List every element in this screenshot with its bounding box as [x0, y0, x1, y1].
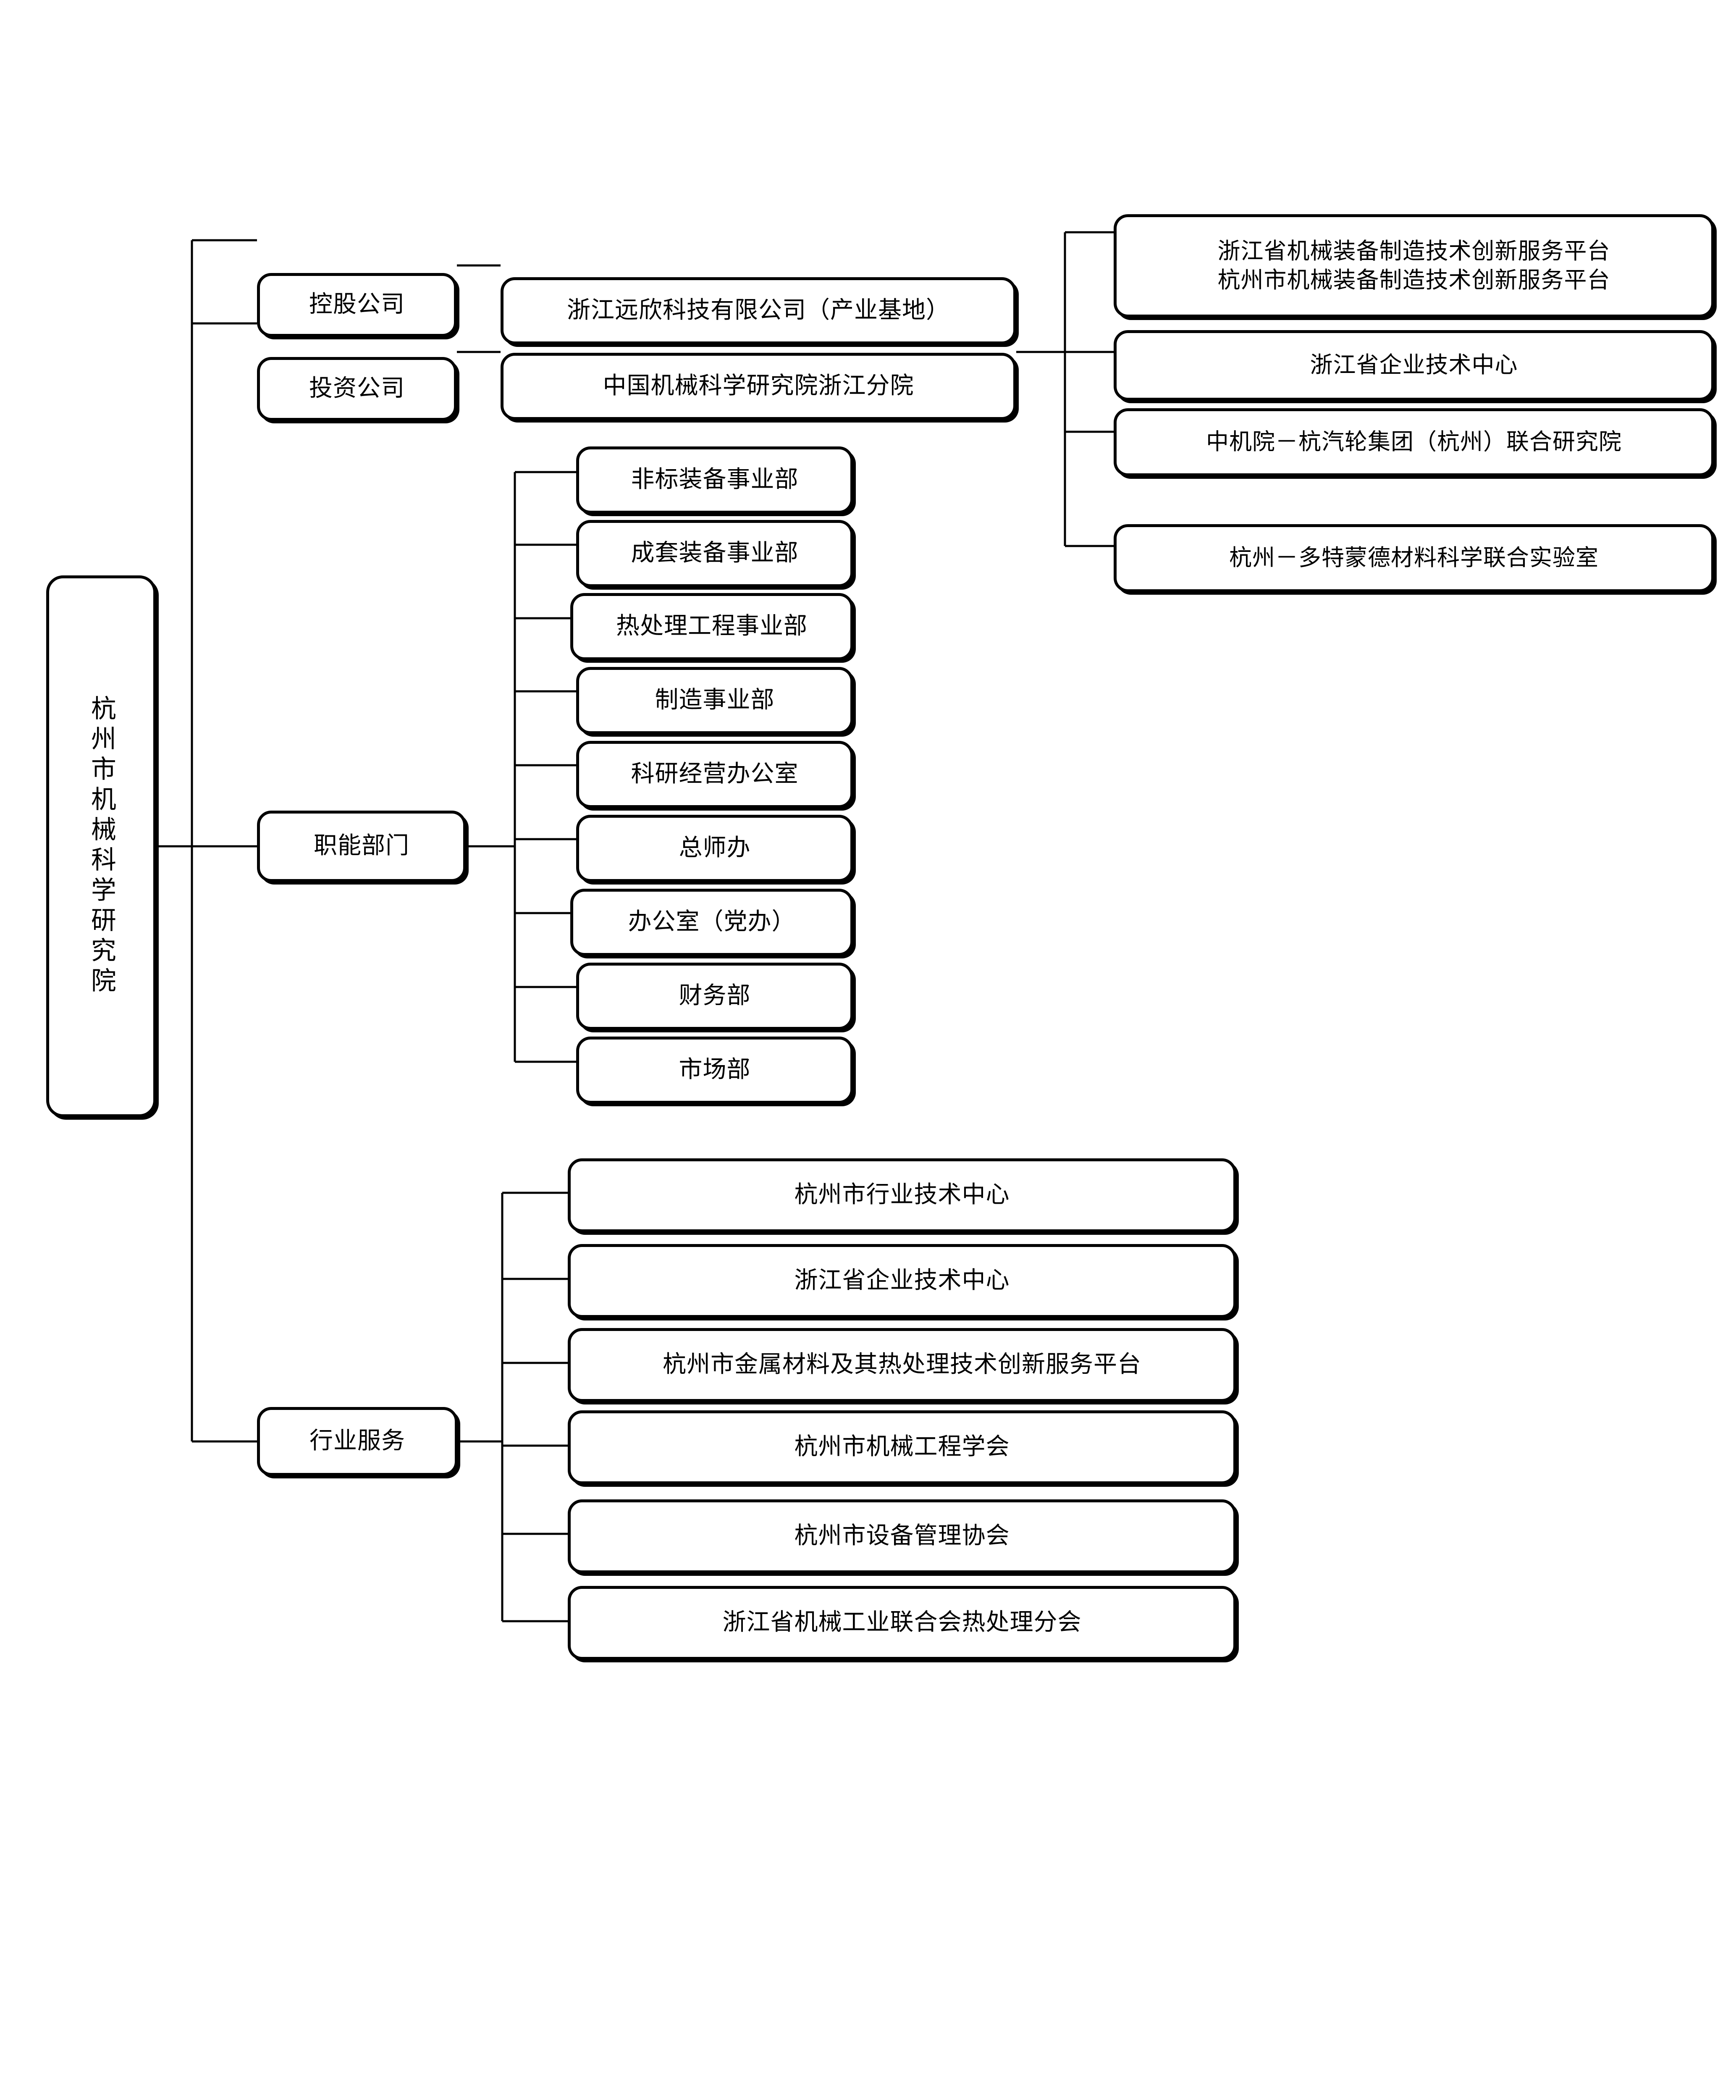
node-dept-complete-equipment[interactable]: 成套装备事业部: [576, 520, 853, 587]
node-service-mechanical-engineering-society[interactable]: 杭州市机械工程学会: [568, 1410, 1236, 1484]
node-service-equipment-management-association[interactable]: 杭州市设备管理协会: [568, 1499, 1236, 1573]
node-platform-zhejiang-enterprise-tech-center[interactable]: 浙江省企业技术中心: [1114, 330, 1714, 401]
node-dept-marketing-label: 市场部: [679, 1057, 751, 1083]
branch-functional-departments-label: 职能部门: [314, 833, 409, 859]
node-dept-manufacturing[interactable]: 制造事业部: [576, 667, 853, 734]
node-service-zhejiang-enterprise-tech-center[interactable]: 浙江省企业技术中心: [568, 1244, 1236, 1318]
node-yuanxin-technology-label: 浙江远欣科技有限公司（产业基地）: [567, 297, 950, 324]
root-node-label: 杭州市机械科学研究院: [87, 695, 115, 998]
node-platform-innovation-service-label: 浙江省机械装备制造技术创新服务平台 杭州市机械装备制造技术创新服务平台: [1217, 238, 1610, 293]
node-dept-complete-equipment-label: 成套装备事业部: [631, 540, 799, 567]
branch-functional-departments[interactable]: 职能部门: [257, 811, 466, 882]
node-service-hangzhou-industry-tech-center-label: 杭州市行业技术中心: [794, 1182, 1010, 1208]
node-dept-heat-treatment-engineering[interactable]: 热处理工程事业部: [570, 593, 853, 660]
branch-investment-company-label: 投资公司: [309, 375, 405, 402]
node-platform-dortmund-joint-lab[interactable]: 杭州－多特蒙德材料科学联合实验室: [1114, 524, 1714, 592]
node-platform-joint-research-institute-label: 中机院－杭汽轮集团（杭州）联合研究院: [1206, 429, 1622, 455]
node-platform-joint-research-institute[interactable]: 中机院－杭汽轮集团（杭州）联合研究院: [1114, 408, 1714, 476]
node-service-heat-treatment-sub-association[interactable]: 浙江省机械工业联合会热处理分会: [568, 1586, 1236, 1660]
node-platform-zhejiang-enterprise-tech-center-label: 浙江省企业技术中心: [1310, 352, 1518, 378]
node-service-mechanical-engineering-society-label: 杭州市机械工程学会: [794, 1434, 1010, 1460]
node-dept-finance-label: 财务部: [679, 983, 751, 1009]
node-dept-manufacturing-label: 制造事业部: [655, 687, 775, 714]
node-cam-zhejiang-branch[interactable]: 中国机械科学研究院浙江分院: [501, 353, 1016, 420]
node-service-equipment-management-association-label: 杭州市设备管理协会: [794, 1523, 1010, 1549]
branch-holding-company-label: 控股公司: [309, 291, 405, 318]
node-dept-non-standard-equipment[interactable]: 非标装备事业部: [576, 446, 853, 514]
node-dept-general-office-party-office-label: 办公室（党办）: [628, 909, 796, 935]
node-service-metal-material-heat-treatment-platform[interactable]: 杭州市金属材料及其热处理技术创新服务平台: [568, 1328, 1236, 1402]
branch-industry-service-label: 行业服务: [309, 1428, 405, 1454]
branch-industry-service[interactable]: 行业服务: [257, 1407, 458, 1476]
node-service-hangzhou-industry-tech-center[interactable]: 杭州市行业技术中心: [568, 1158, 1236, 1232]
node-dept-general-office-party-office[interactable]: 办公室（党办）: [570, 889, 853, 956]
node-dept-research-operations-office-label: 科研经营办公室: [631, 761, 799, 788]
node-service-heat-treatment-sub-association-label: 浙江省机械工业联合会热处理分会: [722, 1609, 1082, 1636]
branch-holding-company[interactable]: 控股公司: [257, 273, 457, 337]
node-dept-chief-engineer-office-label: 总师办: [679, 835, 751, 861]
node-service-metal-material-heat-treatment-platform-label: 杭州市金属材料及其热处理技术创新服务平台: [663, 1352, 1141, 1378]
branch-investment-company[interactable]: 投资公司: [257, 357, 457, 421]
node-dept-research-operations-office[interactable]: 科研经营办公室: [576, 741, 853, 808]
node-platform-innovation-service[interactable]: 浙江省机械装备制造技术创新服务平台 杭州市机械装备制造技术创新服务平台: [1114, 214, 1714, 318]
node-yuanxin-technology[interactable]: 浙江远欣科技有限公司（产业基地）: [501, 277, 1016, 344]
node-platform-dortmund-joint-lab-label: 杭州－多特蒙德材料科学联合实验室: [1229, 545, 1599, 571]
node-service-zhejiang-enterprise-tech-center-label: 浙江省企业技术中心: [794, 1268, 1010, 1294]
node-dept-marketing[interactable]: 市场部: [576, 1037, 853, 1104]
node-dept-finance[interactable]: 财务部: [576, 963, 853, 1030]
node-dept-heat-treatment-engineering-label: 热处理工程事业部: [616, 613, 808, 640]
node-dept-non-standard-equipment-label: 非标装备事业部: [631, 467, 799, 493]
root-node[interactable]: 杭州市机械科学研究院: [46, 575, 156, 1117]
node-cam-zhejiang-branch-label: 中国机械科学研究院浙江分院: [603, 373, 914, 399]
node-dept-chief-engineer-office[interactable]: 总师办: [576, 815, 853, 882]
